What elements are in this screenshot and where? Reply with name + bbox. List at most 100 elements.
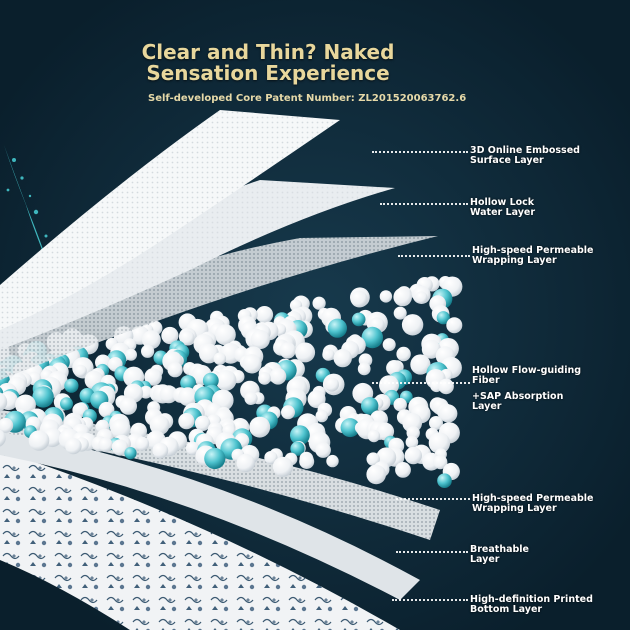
fiber-bead [401, 314, 424, 336]
fiber-bead [119, 397, 137, 415]
fiber-bead [279, 342, 296, 359]
fiber-bead [161, 326, 179, 345]
sap-bead [351, 312, 366, 327]
fiber-bead [264, 451, 278, 465]
sap-bead [361, 326, 383, 349]
fiber-bead [350, 290, 368, 308]
sap-bead [436, 311, 450, 325]
headline: Clear and Thin? Naked Sensation Experien… [118, 42, 418, 84]
fiber-bead [357, 362, 371, 376]
sap-bead [290, 441, 305, 456]
fiber-bead [125, 348, 137, 361]
fiber-bead [439, 404, 458, 423]
fiber-bead [379, 290, 393, 303]
fiber-bead [28, 430, 50, 451]
fiber-bead [74, 364, 87, 377]
fiber-bead [326, 454, 339, 468]
layer-label-embossed-surface: 3D Online Embossed Surface Layer [470, 145, 580, 166]
leader-line-5 [396, 498, 470, 500]
fiber-bead [194, 415, 211, 431]
fiber-bead [98, 401, 115, 418]
fiber-bead [65, 437, 82, 455]
leader-line-2 [380, 203, 468, 205]
fiber-bead [142, 330, 161, 350]
fiber-bead [255, 306, 274, 324]
fiber-bead [269, 368, 287, 385]
leader-line-4 [372, 382, 470, 384]
leader-line-6 [396, 551, 468, 553]
sap-bead [290, 425, 310, 446]
fiber-bead [178, 387, 198, 407]
fiber-bead [322, 348, 335, 361]
fiber-bead [438, 378, 454, 395]
fiber-bead [315, 442, 331, 458]
fiber-bead [393, 287, 413, 307]
headline-line-1: Clear and Thin? Naked [141, 40, 395, 64]
fiber-bead [428, 432, 451, 454]
sap-bead [327, 318, 347, 338]
breathable-layer [0, 430, 420, 600]
absorbent-core-beads [0, 276, 463, 489]
fiber-bead [433, 455, 448, 470]
layer-label-permeable-wrapping-bottom: High-speed Permeable Wrapping Layer [472, 493, 594, 514]
fiber-bead [0, 429, 6, 447]
fiber-bead [405, 435, 419, 449]
fiber-bead [135, 436, 150, 451]
fiber-bead [185, 441, 200, 456]
sap-bead [437, 473, 452, 489]
layer-label-breathable: Breathable Layer [470, 544, 529, 565]
fiber-bead [215, 370, 237, 391]
fiber-bead [214, 324, 236, 346]
fiber-bead [250, 329, 270, 350]
patent-number-text: Self-developed Core Patent Number: ZL201… [148, 93, 467, 104]
fiber-bead [415, 291, 428, 304]
fiber-bead [242, 354, 262, 374]
fiber-bead [149, 415, 170, 435]
layer-label-sap-absorption: +SAP Absorption Layer [472, 391, 564, 412]
fiber-bead [429, 416, 443, 430]
layer-label-hollow-lock: Hollow Lock Water Layer [470, 197, 536, 218]
fiber-bead [324, 377, 339, 392]
leader-line-7 [392, 599, 468, 601]
fiber-bead [393, 306, 407, 320]
sap-bead [180, 375, 197, 391]
leader-line-1 [372, 151, 468, 153]
fiber-bead [111, 439, 129, 456]
fiber-bead [367, 429, 381, 443]
sap-bead [204, 447, 226, 470]
fiber-bead [0, 392, 8, 412]
fiber-bead [141, 344, 155, 358]
fiber-bead [307, 390, 326, 409]
fiber-bead [382, 338, 396, 352]
fiber-bead [272, 456, 293, 477]
sap-bead [124, 447, 137, 460]
fiber-bead [396, 346, 411, 362]
fiber-bead [366, 452, 380, 466]
fiber-bead [152, 442, 169, 459]
fiber-bead [144, 368, 162, 386]
fiber-bead [178, 413, 195, 430]
fiber-bead [366, 464, 387, 485]
sap-bead [340, 418, 360, 438]
sap-bead [361, 397, 379, 415]
fiber-bead [249, 416, 271, 438]
fiber-bead [167, 362, 183, 378]
fiber-bead [404, 446, 422, 465]
fiber-bead [213, 352, 227, 366]
fiber-bead [446, 317, 463, 334]
fiber-bead [0, 417, 14, 433]
leader-line-3 [398, 255, 470, 257]
fiber-bead [179, 330, 195, 346]
headline-line-2: Sensation Experience [146, 61, 390, 85]
fiber-bead [386, 360, 402, 376]
fiber-bead [299, 454, 315, 469]
fiber-bead [159, 385, 178, 404]
printed-bottom-layer [0, 450, 400, 630]
fiber-bead [312, 296, 326, 310]
fiber-bead [393, 397, 407, 412]
fiber-bead [395, 462, 411, 478]
fiber-bead [281, 405, 295, 420]
fiber-bead [110, 418, 131, 439]
fiber-bead [295, 342, 316, 363]
